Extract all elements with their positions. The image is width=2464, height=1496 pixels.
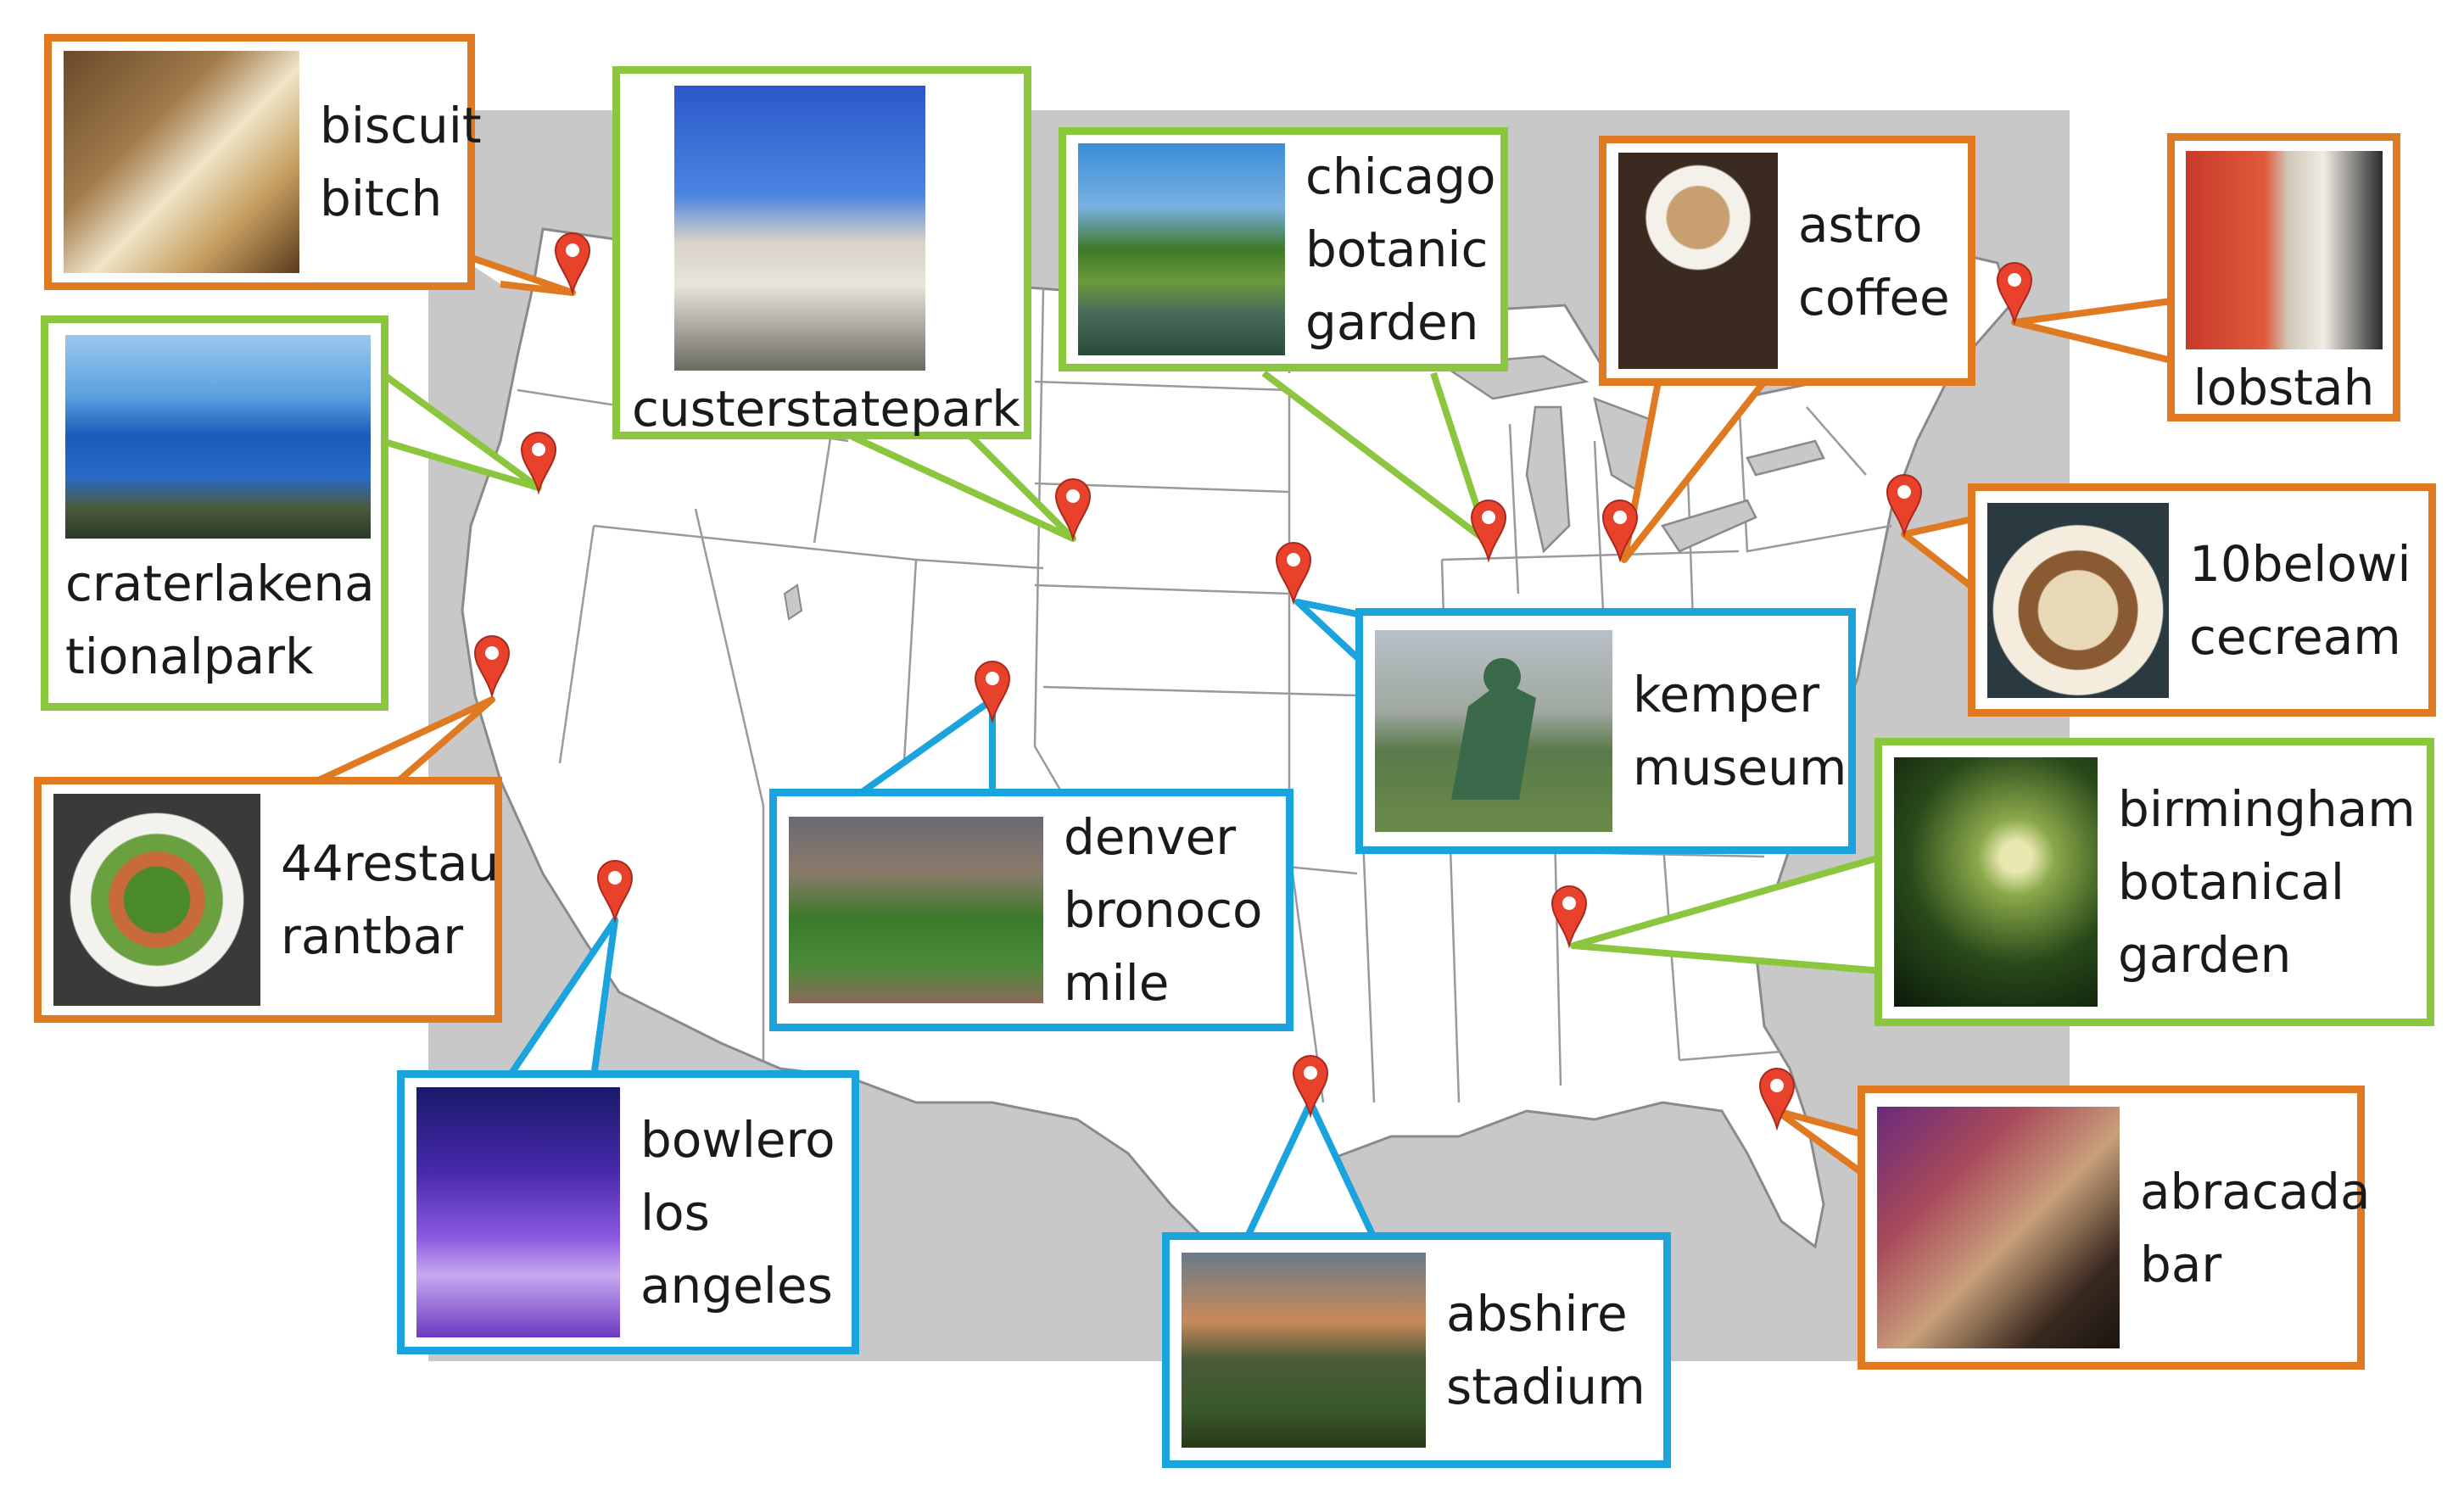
coffee-photo-icon xyxy=(1618,153,1778,369)
food-photo-icon xyxy=(64,51,299,273)
callout-astro-coffee: astro coffee xyxy=(1599,136,1975,386)
lobster-photo-icon xyxy=(2185,151,2383,349)
icecream-photo-icon xyxy=(1987,502,2169,698)
place-label: chicago botanic garden xyxy=(1305,148,1496,351)
pointer-astro xyxy=(1621,379,1768,563)
place-label: birmingham botanical garden xyxy=(2118,780,2416,984)
callout-pointers xyxy=(308,247,2172,1240)
place-label: lobstah xyxy=(2193,359,2375,416)
great-lakes xyxy=(1439,354,1825,554)
stadium-photo-icon xyxy=(789,817,1043,1003)
callout-44restaurantbar: 44restau rantbar xyxy=(34,777,502,1023)
great-salt-lake xyxy=(783,583,803,621)
forest-photo-icon xyxy=(1894,757,2098,1007)
callout-kemper-museum: kemper museum xyxy=(1355,608,1856,854)
callout-chicago-botanic-garden: chicago botanic garden xyxy=(1059,127,1508,371)
place-label: 44restau rantbar xyxy=(281,835,500,965)
pin-astro-icon xyxy=(1601,500,1639,563)
pointer-44restaurant xyxy=(308,696,495,788)
pin-denver-icon xyxy=(974,661,1011,724)
sculpture-figure-icon xyxy=(1451,658,1536,800)
field-photo-icon xyxy=(1182,1253,1426,1448)
place-label: abracada bar xyxy=(2140,1162,2371,1293)
garden-photo-icon xyxy=(1078,143,1285,355)
place-label: biscuit bitch xyxy=(320,97,482,227)
callout-birmingham-botanical: birmingham botanical garden xyxy=(1875,738,2434,1026)
callout-bowlero-los-angeles: bowlero los angeles xyxy=(397,1070,859,1354)
place-label: kemper museum xyxy=(1633,666,1847,796)
pin-biscuit-bitch-icon xyxy=(554,232,591,296)
callout-craterlakenationalpark: craterlakena tionalpark xyxy=(41,315,388,711)
callout-denver-bronoco-mile: denver bronoco mile xyxy=(769,789,1293,1031)
pin-chicago-icon xyxy=(1470,500,1507,563)
landscape-photo-icon xyxy=(674,86,925,371)
place-label: astro coffee xyxy=(1798,195,1950,327)
pin-kemper-icon xyxy=(1275,542,1312,606)
drinks-photo-icon xyxy=(1877,1107,2120,1348)
pointer-birmingham xyxy=(1570,853,1885,974)
pin-abshire-icon xyxy=(1292,1055,1329,1119)
pin-lobstah-icon xyxy=(1996,262,2033,326)
place-label: craterlakena tionalpark xyxy=(65,555,375,685)
callout-abshire-stadium: abshire stadium xyxy=(1162,1232,1671,1468)
callout-10belowicecream: 10belowi cecream xyxy=(1968,483,2436,717)
pointer-kemper xyxy=(1294,599,1364,664)
pin-custerstatepark-icon xyxy=(1054,478,1092,542)
lake-photo-icon xyxy=(65,335,371,539)
place-label: 10belowi cecream xyxy=(2189,534,2411,666)
pin-44restaurant-icon xyxy=(473,635,511,699)
pin-bowlero-icon xyxy=(596,860,634,924)
pin-10below-icon xyxy=(1886,474,1923,538)
place-label: abshire stadium xyxy=(1446,1285,1645,1415)
pin-craterlake-icon xyxy=(520,432,557,495)
bowling-photo-icon xyxy=(416,1087,620,1337)
pin-abracadabar-icon xyxy=(1758,1068,1796,1131)
callout-abracadabar: abracada bar xyxy=(1858,1086,2371,1370)
place-label: bowlero los angeles xyxy=(640,1110,835,1315)
map-pins xyxy=(473,232,2033,1131)
sculpture-photo-icon xyxy=(1375,630,1612,832)
pin-birmingham-icon xyxy=(1550,885,1588,949)
place-label: custerstatepark xyxy=(632,380,1020,438)
callout-custerstatepark: custerstatepark xyxy=(612,66,1031,439)
place-label: denver bronoco mile xyxy=(1064,808,1263,1012)
callout-lobstah: lobstah xyxy=(2167,133,2400,421)
callout-biscuit-bitch: biscuit bitch xyxy=(44,34,482,290)
salad-photo-icon xyxy=(53,794,260,1006)
